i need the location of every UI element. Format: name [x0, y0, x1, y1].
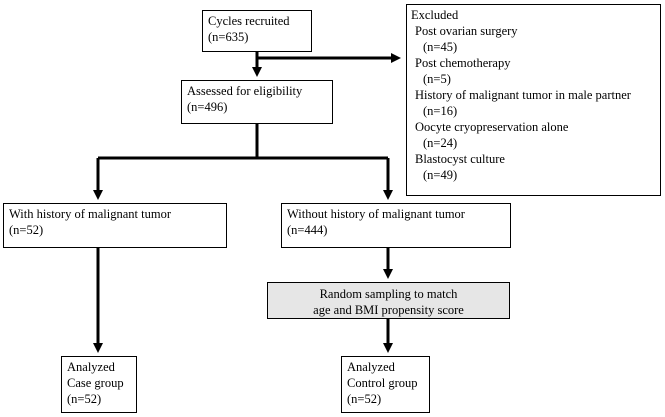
case-group-label: Case group: [67, 376, 124, 390]
random-sampling-line1: Random sampling to match: [319, 287, 458, 301]
control-group-count: (n=52): [347, 392, 382, 406]
cycles-recruited-box: Cycles recruited (n=635): [202, 10, 312, 52]
excluded-title: Excluded: [411, 8, 459, 22]
control-group-label: Control group: [347, 376, 418, 390]
case-group-count: (n=52): [67, 392, 102, 406]
assessed-eligibility-box: Assessed for eligibility (n=496): [181, 80, 333, 124]
excluded-item-label: Post ovarian surgery: [415, 24, 518, 38]
random-sampling-line2: age and BMI propensity score: [313, 303, 464, 317]
with-history-box: With history of malignant tumor (n=52): [3, 203, 227, 248]
excluded-item-label: Oocyte cryopreservation alone: [415, 120, 569, 134]
random-sampling-box: Random sampling to match age and BMI pro…: [267, 282, 510, 319]
excluded-item-count: (n=16): [423, 104, 458, 118]
with-history-count: (n=52): [9, 223, 44, 237]
excluded-item-count: (n=45): [423, 40, 458, 54]
control-group-status: Analyzed: [347, 360, 395, 374]
case-group-status: Analyzed: [67, 360, 115, 374]
excluded-item-label: History of malignant tumor in male partn…: [415, 88, 631, 102]
cycles-recruited-count: (n=635): [208, 30, 249, 44]
cycles-recruited-label: Cycles recruited: [208, 14, 290, 28]
excluded-box: Excluded Post ovarian surgery (n=45) Pos…: [406, 4, 661, 196]
assessed-label: Assessed for eligibility: [187, 84, 303, 98]
case-group-box: Analyzed Case group (n=52): [61, 356, 137, 413]
assessed-count: (n=496): [187, 100, 228, 114]
excluded-item-label: Post chemotherapy: [415, 56, 511, 70]
excluded-item-count: (n=5): [423, 72, 451, 86]
excluded-item-count: (n=49): [423, 168, 458, 182]
without-history-box: Without history of malignant tumor (n=44…: [281, 203, 511, 248]
without-history-count: (n=444): [287, 223, 328, 237]
excluded-item-count: (n=24): [423, 136, 458, 150]
without-history-label: Without history of malignant tumor: [287, 207, 465, 221]
with-history-label: With history of malignant tumor: [9, 207, 171, 221]
excluded-item-label: Blastocyst culture: [415, 152, 505, 166]
control-group-box: Analyzed Control group (n=52): [341, 356, 430, 413]
